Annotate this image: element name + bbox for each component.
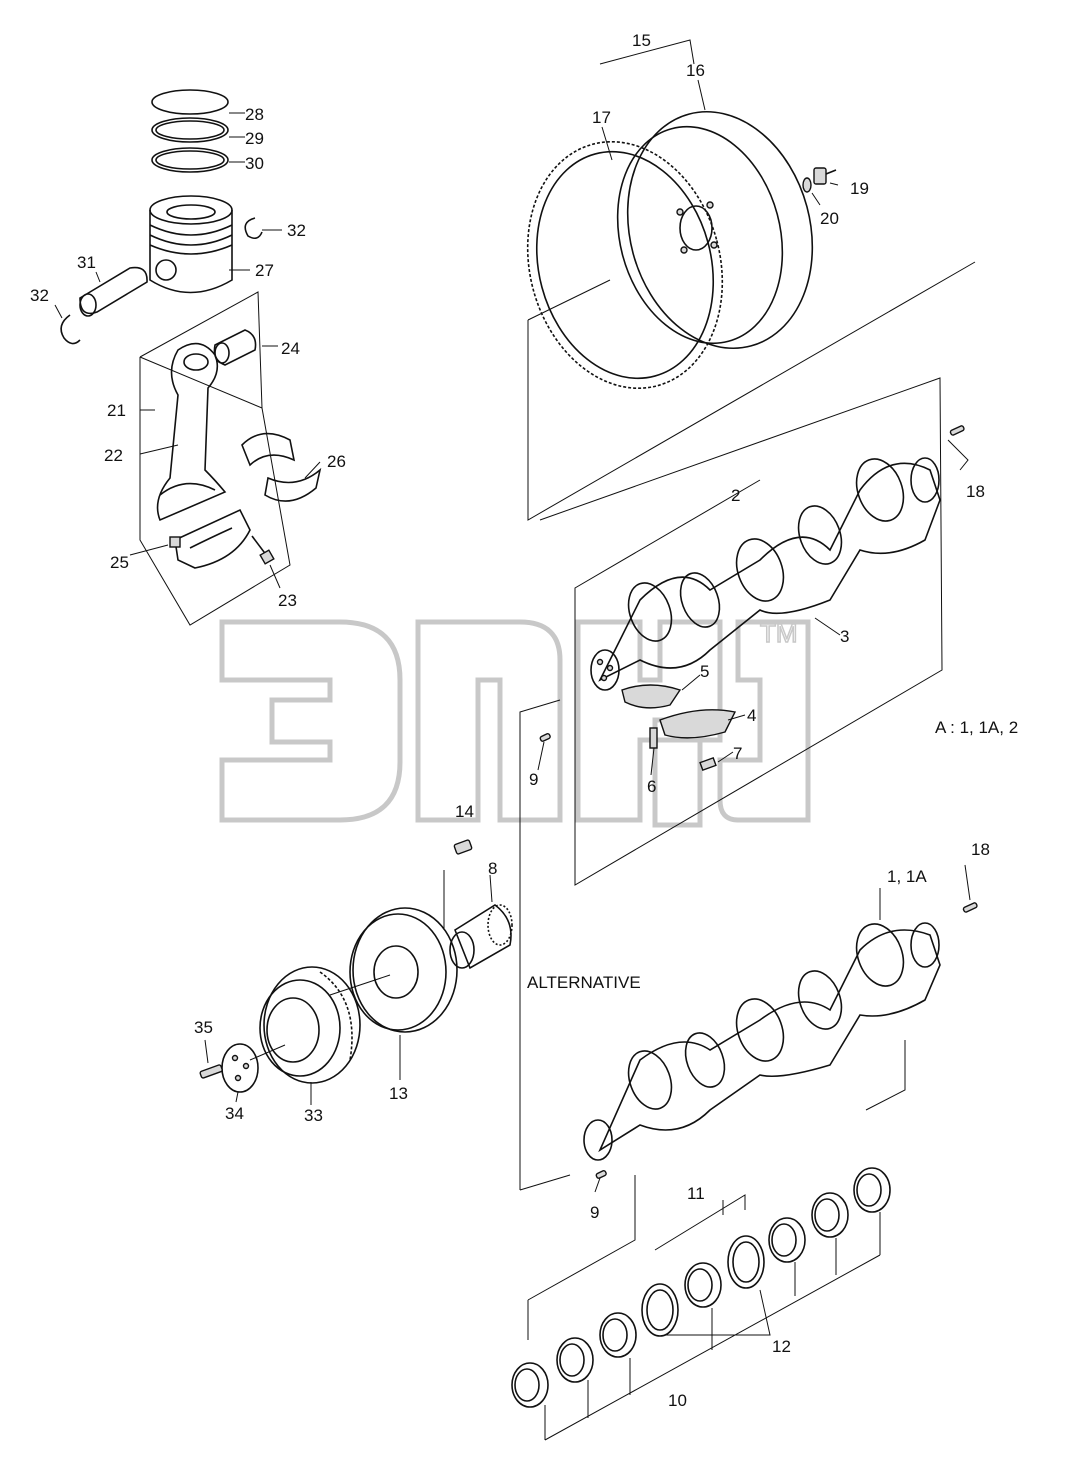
rod-bolt-23 (251, 535, 275, 565)
label-12: 12 (772, 1337, 791, 1356)
label-31: 31 (77, 253, 96, 272)
piston-ring-29 (151, 117, 229, 143)
ring-gear-17 (526, 140, 724, 390)
small-end-bush-24 (213, 329, 257, 366)
pin-18-lower (962, 902, 978, 913)
flywheel-16 (616, 110, 814, 350)
crankshaft-3 (590, 457, 941, 691)
washer-20 (802, 177, 812, 193)
label-16: 16 (686, 61, 705, 80)
bolt-35 (199, 1064, 223, 1079)
label-27: 27 (255, 261, 274, 280)
washer-plate-34 (221, 1043, 259, 1093)
label-33: 33 (304, 1106, 323, 1125)
bolt-6 (649, 727, 658, 749)
label-2: 2 (731, 486, 740, 505)
counterweight-4 (659, 709, 737, 739)
label-11: 11 (687, 1184, 705, 1203)
thrust-washers-12 (641, 1235, 765, 1337)
label-32-right: 32 (287, 221, 306, 240)
pulley-hub-13 (349, 907, 458, 1033)
bearing-shell-26-lower (264, 467, 322, 502)
part-labels: 28 29 30 32 27 31 32 24 21 22 26 25 23 1… (30, 31, 1018, 1410)
dowel-9-lower (595, 1170, 607, 1179)
label-35: 35 (194, 1018, 213, 1037)
pin-18-upper (949, 425, 965, 436)
label-21: 21 (107, 401, 126, 420)
bolt-19 (813, 167, 837, 185)
label-14: 14 (455, 802, 474, 821)
label-10: 10 (668, 1391, 687, 1410)
label-18-lower: 18 (971, 840, 990, 859)
label-24: 24 (281, 339, 300, 358)
connecting-rod-21 (156, 342, 227, 522)
counterweight-5 (621, 684, 682, 709)
label-32-left: 32 (30, 286, 49, 305)
label-13: 13 (389, 1084, 408, 1103)
label-28: 28 (245, 105, 264, 124)
piston-27 (149, 195, 233, 294)
label-23: 23 (278, 591, 297, 610)
label-19: 19 (850, 179, 869, 198)
main-bearing-shells-10 (511, 1167, 891, 1408)
label-29: 29 (245, 129, 264, 148)
snap-ring-32-right (244, 217, 263, 240)
note-variants: A : 1, 1A, 2 (935, 718, 1018, 737)
label-34: 34 (225, 1104, 244, 1123)
crankshaft-1-1A (583, 922, 941, 1161)
label-30: 30 (245, 154, 264, 173)
label-4: 4 (747, 706, 756, 725)
label-9-upper: 9 (529, 770, 538, 789)
label-1-1A: 1, 1A (887, 867, 927, 886)
label-22: 22 (104, 446, 123, 465)
bearing-shell-26-upper (241, 432, 296, 467)
bolt-14 (453, 839, 473, 855)
note-alternative: ALTERNATIVE (527, 973, 641, 992)
piston-pin-31 (79, 266, 148, 317)
piston-ring-30 (151, 147, 229, 173)
label-17: 17 (592, 108, 611, 127)
label-18-upper: 18 (966, 482, 985, 501)
rod-cap-25 (169, 508, 251, 569)
damper-33 (259, 966, 361, 1084)
label-6: 6 (647, 777, 656, 796)
label-3: 3 (840, 627, 849, 646)
label-26: 26 (327, 452, 346, 471)
piston-ring-28 (151, 89, 229, 115)
snap-ring-32-left (60, 314, 81, 345)
label-9-lower: 9 (590, 1203, 599, 1222)
label-7: 7 (733, 744, 742, 763)
dowel-9-upper (539, 733, 551, 742)
label-15: 15 (632, 31, 651, 50)
bolt-7 (699, 756, 717, 772)
label-25: 25 (110, 553, 129, 572)
label-5: 5 (700, 662, 709, 681)
gear-8 (449, 904, 513, 970)
label-8: 8 (488, 859, 497, 878)
watermark-tm: TM (760, 618, 798, 648)
label-20: 20 (820, 209, 839, 228)
